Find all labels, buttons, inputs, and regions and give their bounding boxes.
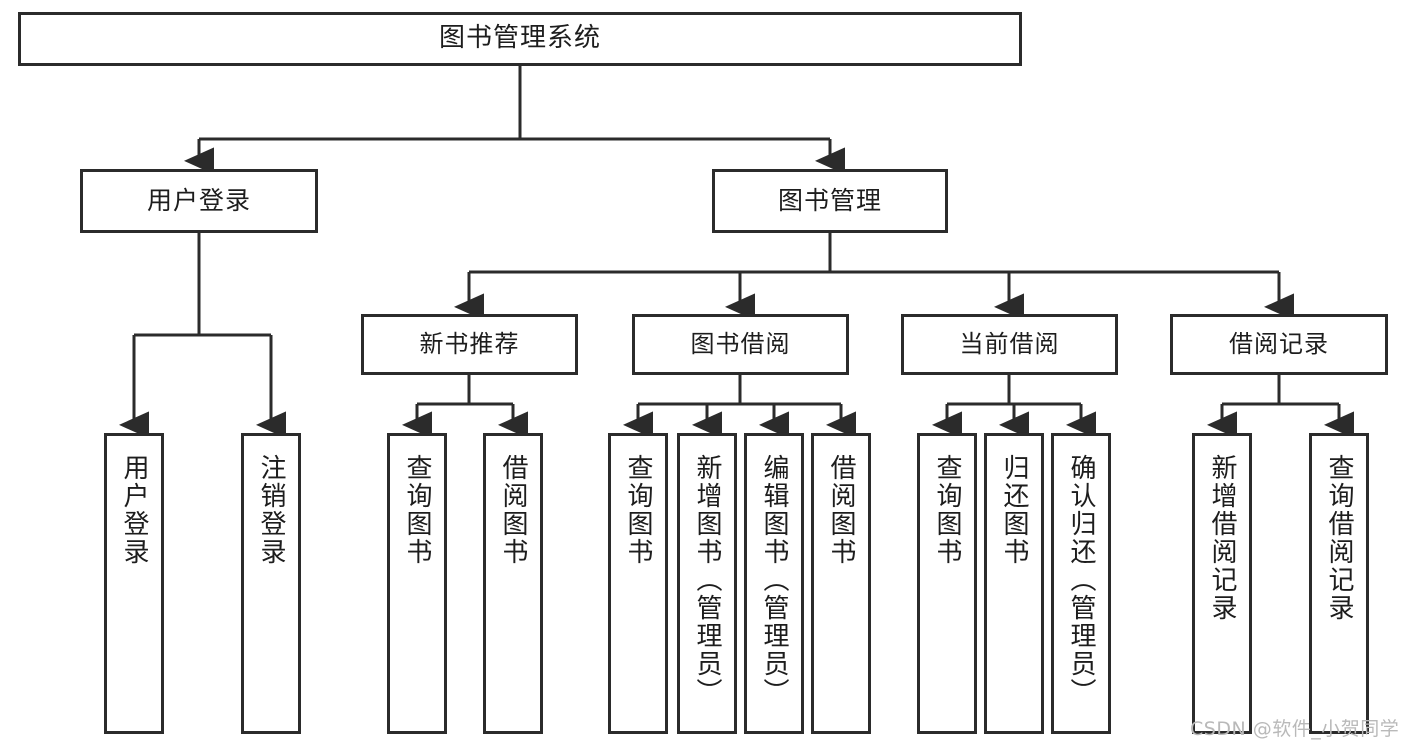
node-leaf-add-book-label: 新增图书（管理员） [692,454,723,706]
node-leaf-query-record-label: 查询借阅记录 [1324,454,1355,622]
node-leaf-query-record[interactable]: 查询借阅记录 [1309,433,1369,734]
node-leaf-edit-book-label: 编辑图书（管理员） [759,454,790,706]
node-leaf-confirm-return-label: 确认归还（管理员） [1066,454,1097,706]
node-leaf-query-book-2[interactable]: 查询图书 [608,433,668,734]
node-borrow-record-label: 借阅记录 [1229,329,1329,358]
node-leaf-query-book-3[interactable]: 查询图书 [917,433,977,734]
node-leaf-return-book[interactable]: 归还图书 [984,433,1044,734]
node-user-login[interactable]: 用户登录 [80,169,318,233]
node-leaf-add-record[interactable]: 新增借阅记录 [1192,433,1252,734]
node-leaf-borrow-book-1[interactable]: 借阅图书 [483,433,543,734]
node-new-book-recommend[interactable]: 新书推荐 [361,314,578,375]
node-leaf-add-record-label: 新增借阅记录 [1207,454,1238,622]
node-book-management-label: 图书管理 [777,185,882,215]
node-leaf-user-login-label: 用户登录 [119,454,150,566]
node-leaf-edit-book[interactable]: 编辑图书（管理员） [744,433,804,734]
node-leaf-query-book-1[interactable]: 查询图书 [387,433,447,734]
node-leaf-return-book-label: 归还图书 [999,454,1030,566]
node-system[interactable]: 图书管理系统 [18,12,1022,66]
node-leaf-query-book-3-label: 查询图书 [932,454,963,566]
node-borrow-record[interactable]: 借阅记录 [1170,314,1388,375]
node-leaf-confirm-return[interactable]: 确认归还（管理员） [1051,433,1111,734]
node-current-borrow[interactable]: 当前借阅 [901,314,1118,375]
node-leaf-query-book-1-label: 查询图书 [402,454,433,566]
node-leaf-user-logout[interactable]: 注销登录 [241,433,301,734]
node-leaf-user-logout-label: 注销登录 [256,454,287,566]
node-book-borrow[interactable]: 图书借阅 [632,314,849,375]
node-leaf-borrow-book-2-label: 借阅图书 [826,454,857,566]
node-leaf-query-book-2-label: 查询图书 [623,454,654,566]
node-leaf-add-book[interactable]: 新增图书（管理员） [677,433,737,734]
node-book-borrow-label: 图书借阅 [690,329,791,358]
node-book-management[interactable]: 图书管理 [712,169,948,233]
csdn-watermark: CSDN @软件_小贺同学 [1190,718,1400,740]
node-leaf-user-login[interactable]: 用户登录 [104,433,164,734]
node-user-login-label: 用户登录 [146,185,251,215]
node-system-label: 图书管理系统 [438,23,601,54]
node-current-borrow-label: 当前借阅 [959,329,1060,358]
node-leaf-borrow-book-1-label: 借阅图书 [498,454,529,566]
node-new-book-recommend-label: 新书推荐 [419,329,520,358]
node-leaf-borrow-book-2[interactable]: 借阅图书 [811,433,871,734]
